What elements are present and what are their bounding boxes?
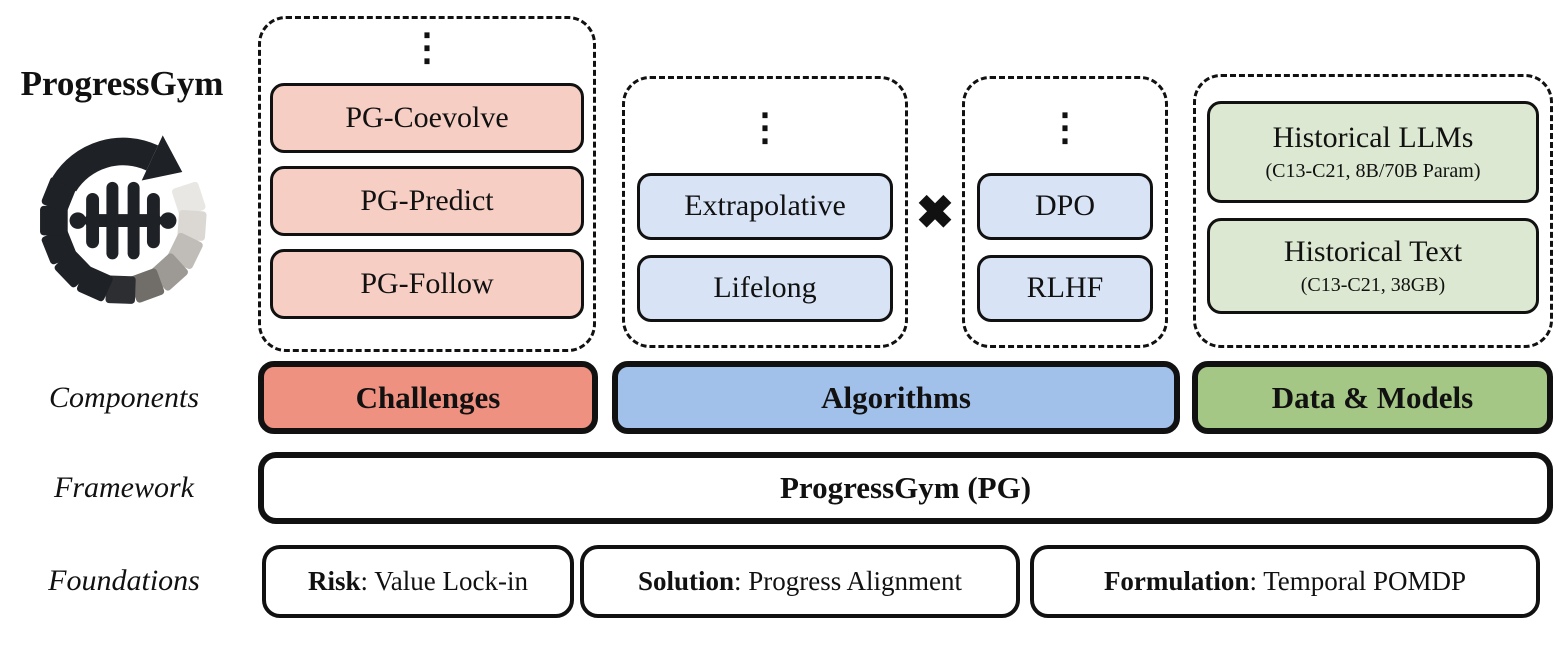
foundation-solution-term: Solution [637, 566, 735, 596]
challenges-group: ⋮ PG-Coevolve PG-Predict PG-Follow [258, 16, 596, 352]
paradigm-lifelong: Lifelong [637, 255, 893, 322]
paradigm-extrapolative: Extrapolative [637, 173, 893, 240]
brand-title: ProgressGym [20, 64, 224, 103]
foundation-solution-text: : Progress Alignment [734, 566, 963, 596]
foundation-formulation-text: : Temporal POMDP [1249, 566, 1467, 596]
data-models-group: Historical LLMs (C13-C21, 8B/70B Param) … [1193, 74, 1553, 348]
component-algorithms: Algorithms [612, 361, 1180, 434]
optimizer-rlhf: RLHF [977, 255, 1153, 322]
algorithm-paradigms-group: ⋮ Extrapolative Lifelong [622, 76, 908, 348]
challenge-pg-follow: PG-Follow [270, 249, 584, 319]
foundation-risk-term: Risk [308, 566, 361, 596]
challenge-pg-coevolve: PG-Coevolve [270, 83, 584, 153]
historical-text-title: Historical Text [1283, 235, 1463, 269]
framework-row-label: Framework [54, 471, 194, 504]
framework-progressgym: ProgressGym (PG) [258, 452, 1553, 524]
challenge-pg-predict: PG-Predict [270, 166, 584, 236]
component-challenges: Challenges [258, 361, 598, 434]
foundation-solution: Solution: Progress Alignment [580, 545, 1020, 618]
historical-text-card: Historical Text (C13-C21, 38GB) [1207, 218, 1539, 314]
historical-llms-subtitle: (C13-C21, 8B/70B Param) [1265, 159, 1481, 182]
components-row-label: Components [49, 381, 199, 414]
foundations-row-label: Foundations [48, 564, 200, 597]
optimizer-algorithms-group: ⋮ DPO RLHF [962, 76, 1168, 348]
foundation-formulation: Formulation: Temporal POMDP [1030, 545, 1540, 618]
historical-text-subtitle: (C13-C21, 38GB) [1300, 273, 1446, 296]
more-challenges-ellipsis-icon: ⋮ [408, 27, 446, 69]
more-paradigms-ellipsis-icon: ⋮ [746, 107, 784, 149]
cross-product-icon: ✖ [915, 187, 955, 238]
historical-llms-card: Historical LLMs (C13-C21, 8B/70B Param) [1207, 101, 1539, 203]
component-data-models: Data & Models [1192, 361, 1553, 434]
more-optimizers-ellipsis-icon: ⋮ [1046, 107, 1084, 149]
foundation-formulation-term: Formulation [1103, 566, 1250, 596]
foundation-risk-text: : Value Lock-in [360, 566, 528, 596]
historical-llms-title: Historical LLMs [1272, 121, 1474, 155]
foundation-risk: Risk: Value Lock-in [262, 545, 574, 618]
optimizer-dpo: DPO [977, 173, 1153, 240]
progressgym-logo-icon [40, 135, 207, 304]
